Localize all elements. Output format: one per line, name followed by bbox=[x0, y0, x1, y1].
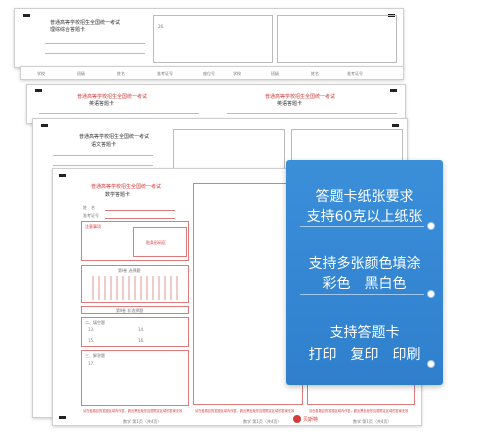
divider bbox=[45, 53, 145, 54]
feature-panel: 答题卡纸张要求 支持60克以上纸张 支持多张颜色填涂 彩色 黑白色 支持答题卡 … bbox=[286, 160, 443, 385]
section-open-title: 第Ⅱ卷 非选择题 bbox=[116, 308, 144, 313]
field-seat: 座位号 bbox=[203, 71, 215, 76]
sheet-title: 普通高等学校招生全国统一考试 bbox=[265, 94, 336, 100]
divider bbox=[227, 113, 397, 114]
section-open-header: 第Ⅱ卷 非选择题 bbox=[81, 306, 189, 314]
panel-color-title: 支持多张颜色填涂 bbox=[308, 256, 421, 272]
panel-ring-icon bbox=[427, 290, 435, 298]
sheet-subtitle: 数学答题卡 bbox=[105, 192, 131, 198]
barcode-label: 贴条形码区 bbox=[146, 240, 166, 245]
sheet-title: 普通高等学校招生全国统一考试 bbox=[91, 184, 162, 190]
footer-note: 请在各题目的答题区域内作答，超出黑色矩形边框限定区域的答案无效 bbox=[309, 409, 409, 413]
barcode-area: 贴条形码区 bbox=[133, 227, 187, 257]
field-class: 班级 bbox=[77, 71, 85, 76]
question-number: 26. bbox=[158, 24, 165, 29]
panel-color-options: 彩色 黑白色 bbox=[322, 276, 407, 292]
registration-mark bbox=[392, 124, 399, 127]
divider bbox=[45, 43, 145, 44]
registration-mark bbox=[41, 124, 48, 127]
section-choice-title: 第Ⅰ卷 选择题 bbox=[118, 268, 141, 273]
sheet-title: 普通高等学校招生全国统一考试 bbox=[77, 94, 148, 100]
q15-label: 15. bbox=[88, 338, 95, 343]
registration-mark bbox=[59, 174, 66, 177]
sheet-subtitle: 语文答题卡 bbox=[91, 142, 117, 148]
info-field-strip: 学校 班级 姓名 准考证号 座位号 学校 班级 姓名 准考证号 bbox=[20, 66, 404, 80]
field-school: 学校 bbox=[233, 71, 241, 76]
footer-note: 请在各题目的答题区域内作答，超出黑色矩形边框限定区域的答案无效 bbox=[195, 409, 295, 413]
panel-paper-title: 答题卡纸张要求 bbox=[315, 189, 414, 205]
panel-ring-icon bbox=[427, 360, 435, 368]
solve-box: 三、解答题 17. bbox=[81, 350, 189, 406]
field-name: 姓名 bbox=[311, 71, 319, 76]
field-class: 班级 bbox=[271, 71, 279, 76]
bubble-grid bbox=[92, 276, 182, 300]
notice-box: 注意事项 bbox=[81, 221, 189, 261]
panel-output-title: 支持答题卡 bbox=[329, 325, 400, 341]
sheet-subtitle: 英语答题卡 bbox=[277, 101, 303, 107]
fill-blank-title: 二、填空题 bbox=[85, 320, 105, 325]
q17-label: 17. bbox=[88, 361, 95, 366]
divider bbox=[53, 155, 153, 156]
registration-mark bbox=[59, 416, 66, 419]
panel-divider bbox=[300, 226, 424, 227]
panel-divider bbox=[300, 294, 424, 295]
registration-mark bbox=[35, 89, 42, 92]
panel-output-options: 打印 复印 印刷 bbox=[308, 347, 421, 363]
sheet-subtitle: 理综综合答题卡 bbox=[50, 27, 86, 33]
notice-title: 注意事项 bbox=[85, 224, 101, 229]
brand-icon bbox=[293, 415, 301, 423]
panel-ring-icon bbox=[427, 222, 435, 230]
sheet-title: 普通高等学校招生全国统一考试 bbox=[50, 20, 121, 26]
footer-note: 请在各题目的答题区域内作答，超出黑色矩形边框限定区域的答案无效 bbox=[83, 409, 183, 413]
name-line bbox=[105, 210, 175, 211]
field-exam-no: 准考证号 bbox=[157, 71, 173, 76]
solve-title: 三、解答题 bbox=[85, 353, 105, 358]
divider bbox=[39, 113, 199, 114]
sheet-title: 普通高等学校招生全国统一考试 bbox=[79, 134, 150, 140]
exam-no-line bbox=[105, 218, 175, 219]
brand-logo: 贝斯特 bbox=[293, 415, 318, 423]
name-label: 姓 名 bbox=[83, 205, 95, 210]
page-number: 数学 第1页（共4页） bbox=[353, 419, 392, 424]
field-exam-no: 准考证号 bbox=[347, 71, 363, 76]
exam-no-label: 准考证号 bbox=[83, 213, 99, 218]
field-name: 姓名 bbox=[117, 71, 125, 76]
sheet-subtitle: 英语答题卡 bbox=[89, 101, 115, 107]
field-school: 学校 bbox=[37, 71, 45, 76]
q16-label: 16. bbox=[138, 338, 145, 343]
registration-mark bbox=[23, 14, 30, 17]
page-number: 数学 第1页（共4页） bbox=[243, 419, 282, 424]
registration-mark bbox=[390, 89, 397, 92]
answer-box bbox=[277, 15, 397, 63]
divider bbox=[53, 165, 153, 166]
section-choice-box: 第Ⅰ卷 选择题 bbox=[81, 265, 189, 303]
panel-paper-weight: 支持60克以上纸张 bbox=[306, 209, 423, 225]
answer-sheet-english: 普通高等学校招生全国统一考试 英语答题卡 普通高等学校招生全国统一考试 英语答题… bbox=[26, 84, 406, 124]
fill-blank-box: 二、填空题 13. 14. 15. 16. bbox=[81, 317, 189, 347]
answer-box: 26. bbox=[153, 15, 273, 63]
page-number: 数学 第1页（共4页） bbox=[123, 419, 162, 424]
brand-name: 贝斯特 bbox=[303, 416, 319, 423]
answer-sheet-science: 普通高等学校招生全国统一考试 理综综合答题卡 26. bbox=[14, 8, 404, 68]
q13-label: 13. bbox=[88, 327, 95, 332]
q14-label: 14. bbox=[138, 327, 145, 332]
